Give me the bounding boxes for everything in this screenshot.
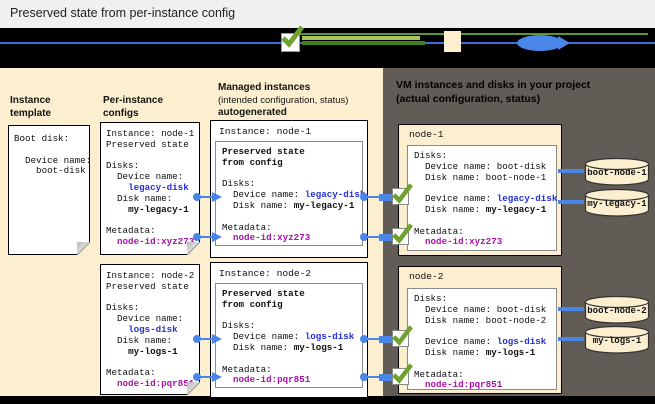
- connector-line: [366, 338, 380, 340]
- vm-node1-inner-box: Disks: Device name: boot-disk Disk name:…: [407, 145, 557, 251]
- connector-dot: [360, 373, 368, 381]
- column-header-per-instance-configs: Per-instance configs: [103, 95, 164, 119]
- column-header-managed-instances: Managed instances (intended configuratio…: [218, 82, 349, 118]
- column-header-instance-template: Instance template: [10, 95, 52, 119]
- vm-node2-text: Disks: Device name: boot-disk Disk name:…: [414, 293, 547, 391]
- instance-template-text: Boot disk: Device name: boot-disk: [14, 133, 92, 177]
- disk-label: boot-node-2: [587, 306, 647, 316]
- connector-stub: [379, 194, 395, 201]
- connector-dot: [360, 193, 368, 201]
- vm-node1-text: Disks: Device name: boot-disk Disk name:…: [414, 150, 558, 248]
- connector-stub: [379, 336, 395, 343]
- disk-link-line: [558, 307, 584, 311]
- managed-instance-node2-title: Instance: node-2: [219, 268, 312, 279]
- disk-cylinder-boot-node-2: boot-node-2: [584, 295, 650, 325]
- applied-checkbox: [392, 183, 413, 205]
- checkmark-legend-icon: [281, 25, 304, 52]
- applied-checkbox: [392, 223, 413, 245]
- connector-stub: [379, 234, 395, 241]
- vm-node1-title: node-1: [409, 129, 444, 140]
- connector-dot: [360, 233, 368, 241]
- vm-node1-box: node-1 Disks: Device name: boot-disk Dis…: [398, 124, 562, 256]
- disk-cylinder-my-legacy-1: my-legacy-1: [584, 188, 650, 218]
- disk-link-line: [558, 169, 584, 173]
- connector-line: [199, 338, 213, 340]
- green-line-icon: [300, 33, 648, 35]
- vm-node2-inner-box: Disks: Device name: boot-disk Disk name:…: [407, 288, 557, 390]
- connector-dot: [193, 373, 201, 381]
- window-titlebar: Preserved state from per-instance config: [0, 0, 655, 28]
- arrow-right-icon: [212, 334, 222, 344]
- connector-dot: [193, 193, 201, 201]
- vm-node2-title: node-2: [409, 271, 444, 282]
- disk-link-line: [558, 337, 584, 341]
- connector-line: [366, 236, 380, 238]
- instance-template-box: Boot disk: Device name: boot-disk: [8, 125, 92, 255]
- connector-line: [199, 376, 213, 378]
- arrow-right-icon: [212, 192, 222, 202]
- applied-checkbox: [392, 325, 413, 347]
- arrow-right-icon: [212, 232, 222, 242]
- green-arrow-dark-icon: [302, 41, 425, 45]
- disk-cylinder-boot-node-1: boot-node-1: [584, 157, 650, 187]
- managed-instance-node1-title: Instance: node-1: [219, 126, 312, 137]
- connector-line: [366, 196, 380, 198]
- connector-stub: [379, 374, 395, 381]
- green-arrow-light-icon: [302, 36, 420, 40]
- connector-dot: [193, 233, 201, 241]
- connector-line: [199, 236, 213, 238]
- applied-checkbox: [392, 363, 413, 385]
- blue-arrowhead-icon: [558, 36, 570, 50]
- connector-dot: [193, 335, 201, 343]
- disk-cylinder-my-logs-1: my-logs-1: [584, 325, 650, 355]
- disk-label: my-logs-1: [592, 336, 642, 346]
- disk-link-line: [558, 200, 584, 204]
- connector-line: [199, 196, 213, 198]
- cream-swatch-icon: [444, 31, 461, 52]
- column-header-vm-instances: VM instances and disks in your project (…: [396, 79, 591, 105]
- disk-label: my-legacy-1: [587, 199, 647, 209]
- connector-dot: [360, 335, 368, 343]
- connector-line: [366, 376, 380, 378]
- vm-node2-box: node-2 Disks: Device name: boot-disk Dis…: [398, 266, 562, 394]
- disk-label: boot-node-1: [587, 168, 647, 178]
- page-title: Preserved state from per-instance config: [10, 6, 236, 20]
- blue-oval-icon: [517, 35, 563, 51]
- arrow-right-icon: [212, 372, 222, 382]
